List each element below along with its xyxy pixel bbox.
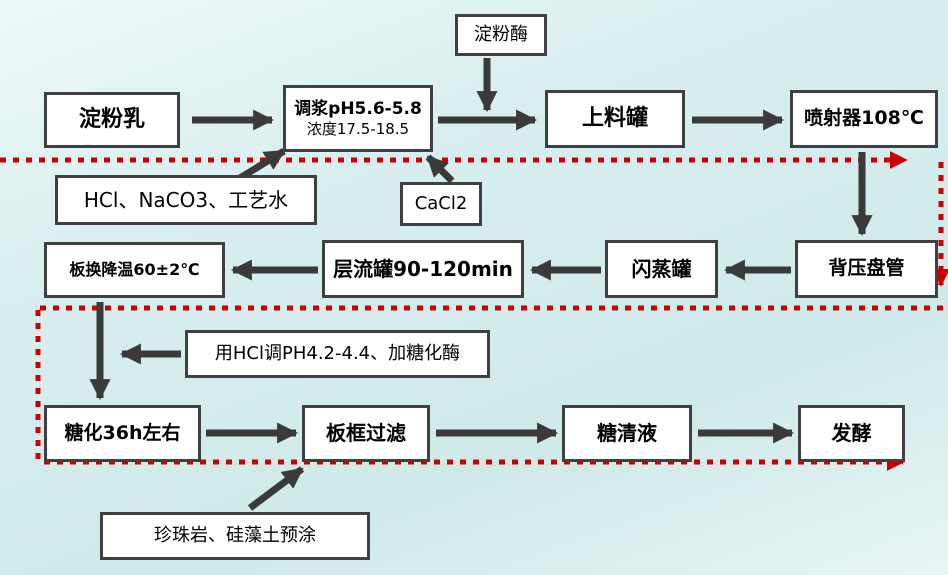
node-flash-tank: 闪蒸罐 (605, 240, 718, 298)
node-slurry-adjust: 调浆pH5.6-5.8 浓度17.5-18.5 (283, 85, 433, 152)
node-cacl2: CaCl2 (400, 182, 482, 226)
arrow-cacl2-slurry (425, 154, 455, 184)
node-ph-adjust: 用HCl调PH4.2-4.4、加糖化酶 (185, 330, 490, 378)
node-feed-tank: 上料罐 (545, 90, 685, 148)
node-starch-milk: 淀粉乳 (44, 92, 180, 148)
arrow-hcl-slurry (238, 148, 286, 181)
node-laminar-tank: 层流罐90-120min (322, 240, 524, 298)
node-plate-cooling: 板换降温60±2℃ (44, 242, 225, 298)
node-amylase: 淀粉酶 (455, 14, 547, 56)
arrow-precoat-filter (247, 466, 305, 511)
node-plate-frame-filter: 板框过滤 (302, 405, 430, 462)
node-saccharification: 糖化36h左右 (44, 405, 201, 462)
node-back-pressure-coil: 背压盘管 (795, 240, 938, 298)
node-hcl-naco3-water: HCl、NaCO3、工艺水 (55, 175, 317, 225)
node-fermentation: 发酵 (798, 405, 905, 462)
node-jet-cooker: 喷射器108℃ (790, 90, 938, 148)
node-slurry-line1: 调浆pH5.6-5.8 (294, 98, 422, 119)
node-sugar-clear-liquid: 糖清液 (562, 405, 692, 462)
node-precoat: 珍珠岩、硅藻土预涂 (100, 512, 370, 560)
node-slurry-line2: 浓度17.5-18.5 (306, 119, 410, 138)
